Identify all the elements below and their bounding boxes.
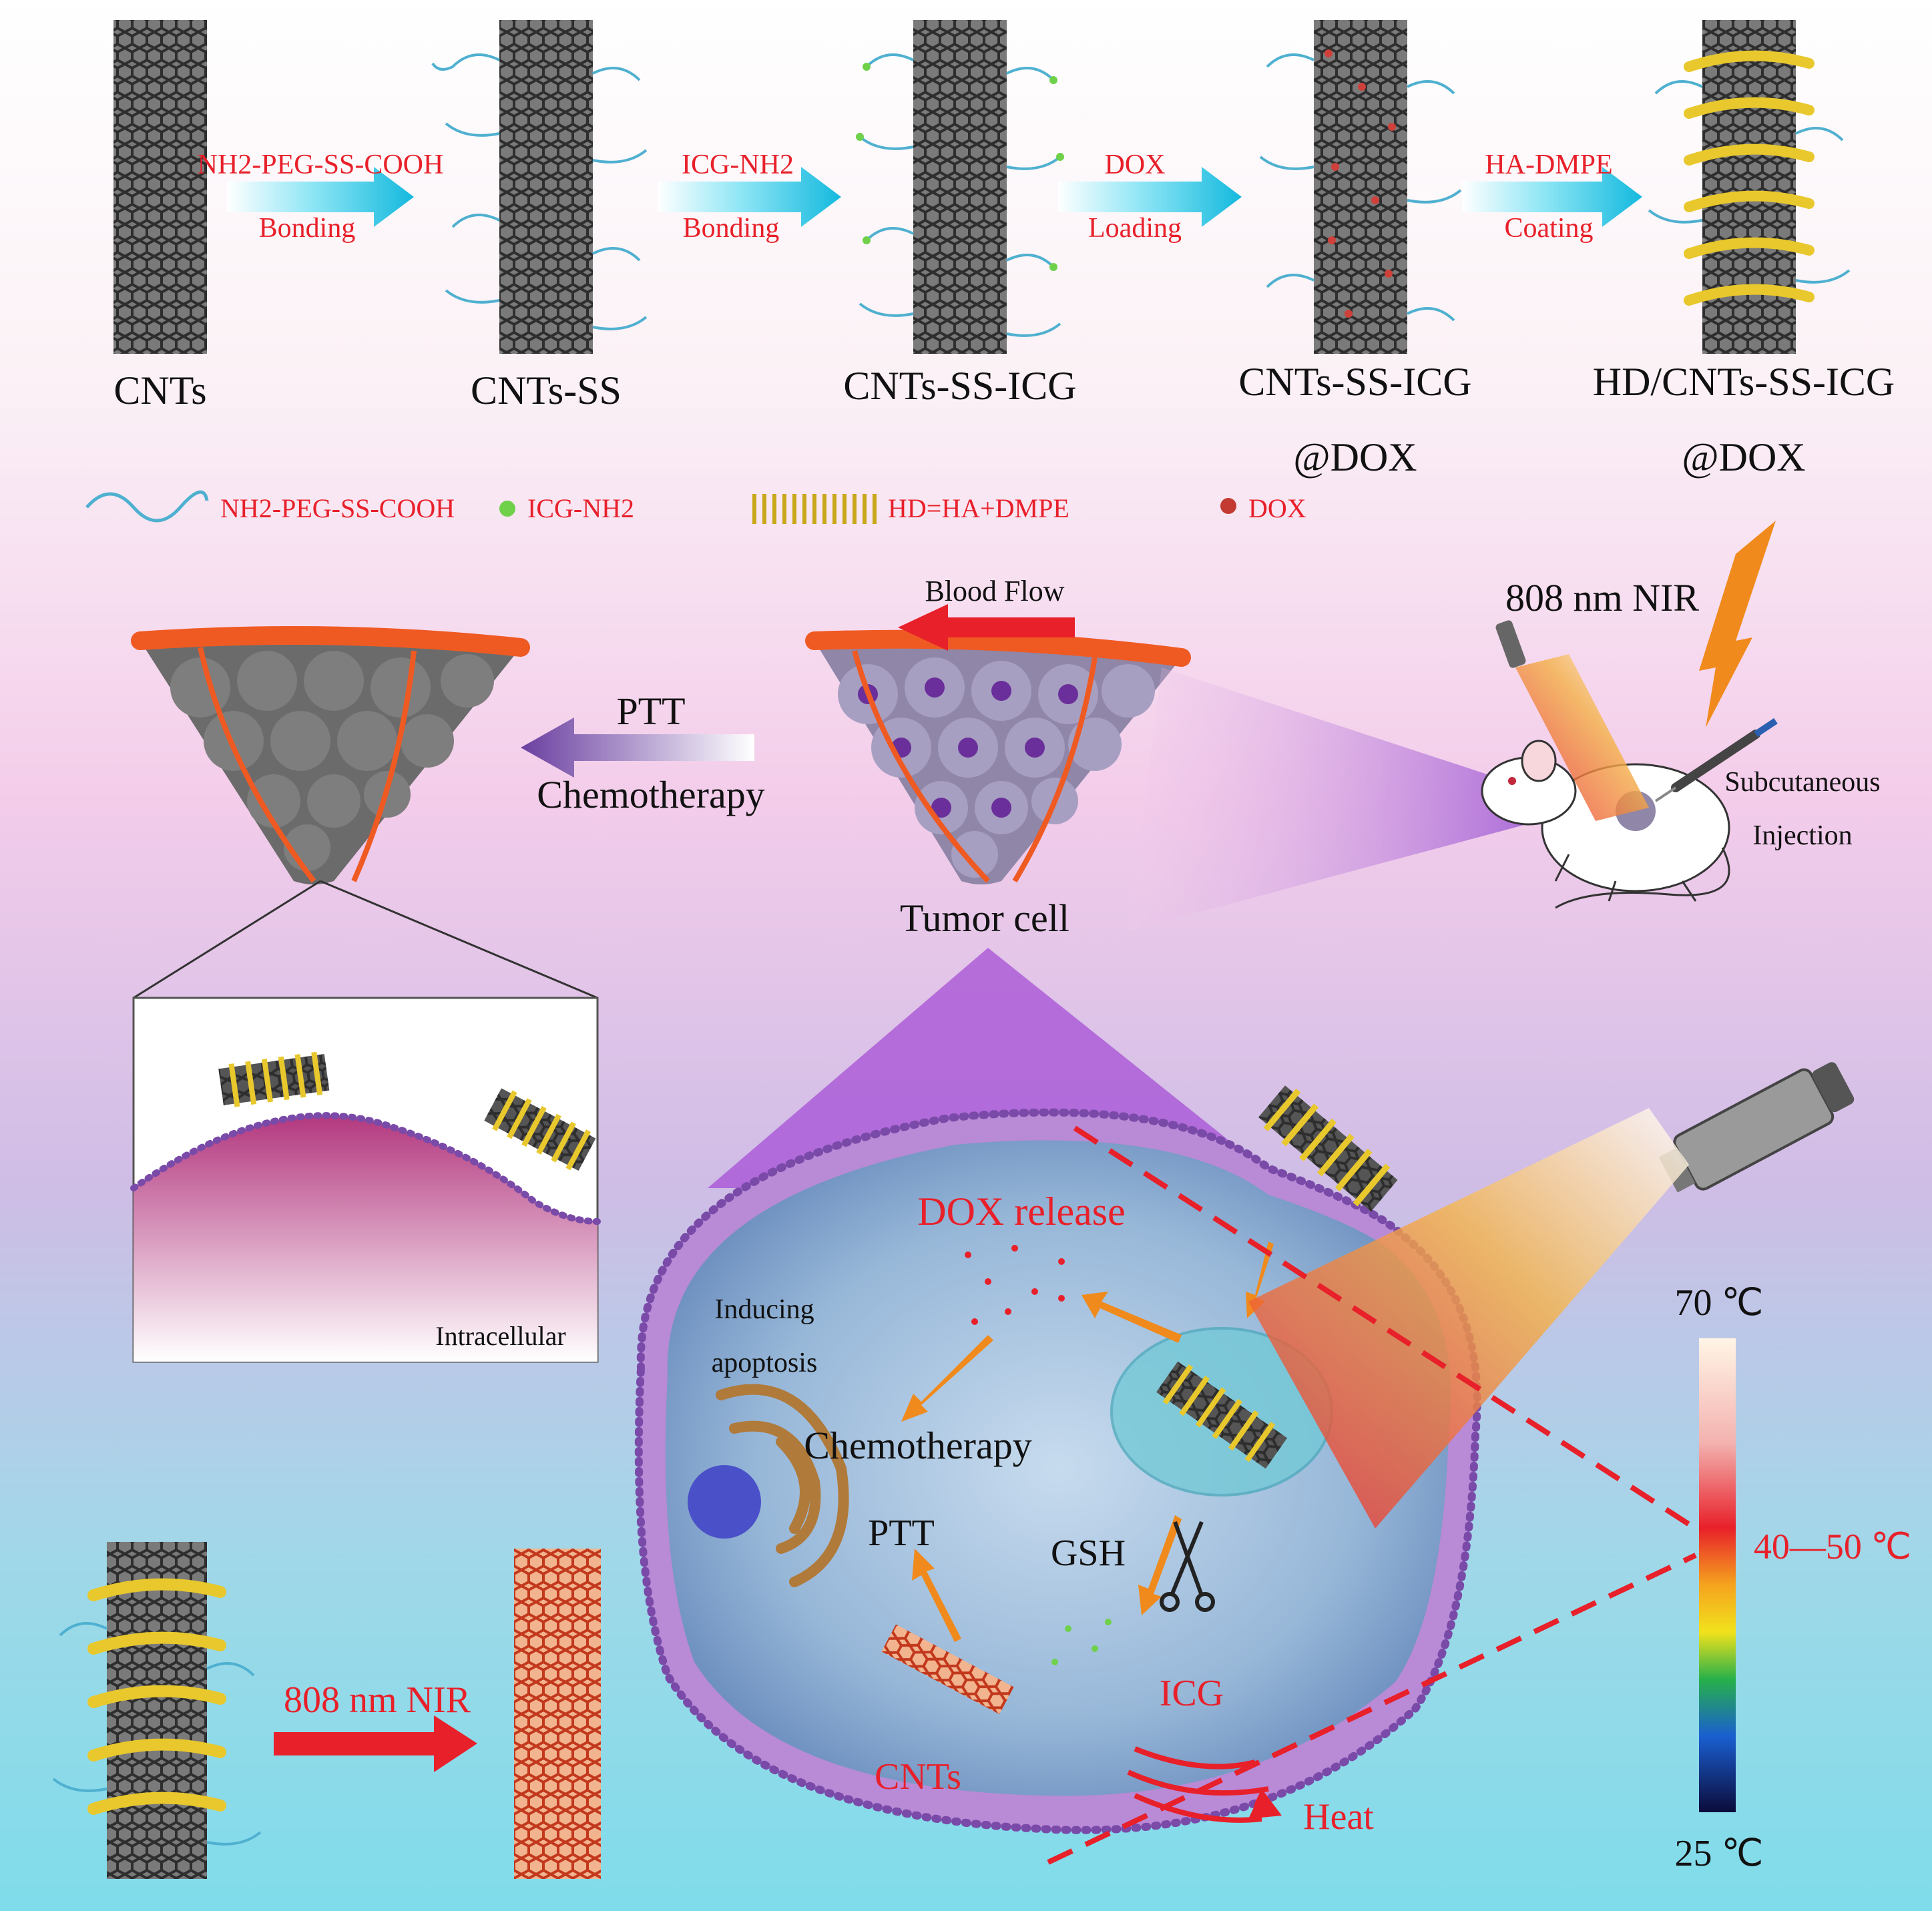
temperature-colorbar (1699, 1338, 1736, 1812)
inducing-label: Inducing (714, 1294, 814, 1325)
apoptosis-label: apoptosis (712, 1348, 818, 1378)
tumor-untreated (805, 629, 1191, 884)
gsh-label: GSH (1051, 1533, 1126, 1574)
icg-dots (1051, 1619, 1112, 1665)
cnts-inside-icon (881, 1624, 1014, 1715)
bottom-nir-arrow (274, 1715, 477, 1772)
tumor-treated (131, 626, 530, 884)
tube-cnts-ss-icg (856, 20, 1064, 354)
step-arrows (227, 167, 1642, 227)
tube-exposed-bottom (514, 1549, 601, 1879)
tube-label-5b: @DOX (1682, 435, 1805, 479)
process-arrows (901, 1242, 1274, 1642)
legend: NH2-PEG-SS-COOH ICG-NH2 HD=HA+DMPE DOX (85, 490, 1306, 524)
nucleus-icon (688, 1465, 761, 1539)
injection-label-1: Subcutaneous (1724, 767, 1880, 798)
step-4-bottom: Coating (1505, 213, 1594, 244)
tube-labels: CNTs CNTs-SS CNTs-SS-ICG CNTs-SS-ICG @DO… (113, 360, 1895, 479)
cnts-label: CNTs (875, 1756, 961, 1798)
tube-cnts-ss-icg-dox (1259, 20, 1462, 354)
scale-top-label: 70 ℃ (1675, 1282, 1764, 1324)
step-3-bottom: Loading (1088, 213, 1182, 244)
tube-label-4b: @DOX (1293, 435, 1417, 479)
membrane-section (134, 1115, 597, 1362)
legend-peg: NH2-PEG-SS-COOH (220, 493, 455, 523)
mouse-nir-label: 808 nm NIR (1505, 576, 1699, 619)
external-nanotube (1258, 1085, 1398, 1212)
step-3-top: DOX (1105, 150, 1166, 180)
heat-arrow (1248, 1789, 1282, 1819)
icg-dot-icon (499, 501, 515, 517)
step-labels: NH2-PEG-SS-COOH Bonding ICG-NH2 Bonding … (198, 150, 1613, 244)
tube-label-5: HD/CNTs-SS-ICG (1593, 360, 1895, 404)
step-2-top: ICG-NH2 (682, 150, 794, 180)
legend-icg: ICG-NH2 (527, 493, 634, 523)
middle-ptt: PTT (616, 690, 685, 733)
cell-chemo-label: Chemotherapy (804, 1424, 1031, 1467)
ptt-arrow (521, 718, 754, 778)
dox-release-dots (965, 1245, 1065, 1325)
scissors-icon (1160, 1521, 1215, 1612)
cell-ptt-label: PTT (868, 1513, 935, 1554)
step-4-top: HA-DMPE (1485, 150, 1612, 180)
bound-nanotube-2 (484, 1088, 596, 1171)
syringe-icon (1654, 718, 1778, 802)
dox-dot-icon (1220, 498, 1236, 514)
heat-label: Heat (1303, 1796, 1374, 1838)
heat-waves-icon (1127, 1746, 1269, 1823)
laser-beam (1248, 1108, 1689, 1529)
tube-coated-bottom (52, 1542, 262, 1879)
mouse-illustration (1481, 740, 1730, 909)
dox-release-label: DOX release (917, 1189, 1126, 1234)
nir-lightning-icon (1699, 521, 1776, 728)
step-1-bottom: Bonding (259, 213, 356, 244)
injection-label-2: Injection (1752, 820, 1852, 851)
scale-mid-label: 40—50 ℃ (1754, 1527, 1911, 1567)
step-1-top: NH2-PEG-SS-COOH (198, 150, 444, 180)
peg-chain-icon (85, 490, 209, 523)
blood-flow-label: Blood Flow (925, 575, 1064, 607)
tube-cnts-ss (431, 20, 648, 354)
golgi (716, 1384, 849, 1587)
icg-label: ICG (1160, 1673, 1224, 1714)
hd-coil-icon (752, 494, 877, 524)
zoom-cone-mouse (1128, 667, 1589, 931)
tumor-cell-label: Tumor cell (900, 896, 1069, 940)
temperature-pointer-lines (1047, 1125, 1698, 1865)
step-2-bottom: Bonding (683, 213, 780, 244)
tube-label-3: CNTs-SS-ICG (843, 364, 1076, 408)
laser-mouse (1495, 620, 1649, 821)
tube-label-2: CNTs-SS (471, 368, 622, 413)
legend-dox: DOX (1248, 493, 1306, 523)
tube-label-1: CNTs (113, 368, 206, 413)
legend-hd: HD=HA+DMPE (888, 493, 1069, 523)
intracellular-label: Intracellular (435, 1321, 565, 1351)
scale-bottom-label: 25 ℃ (1675, 1833, 1764, 1874)
tube-hd-cnts-ss-icg-dox (1648, 20, 1851, 354)
bottom-nir-label: 808 nm NIR (284, 1679, 471, 1721)
bound-nanotube-1 (218, 1051, 330, 1107)
tube-label-4: CNTs-SS-ICG (1238, 360, 1471, 404)
blood-flow-arrow (898, 604, 1075, 651)
zoom-lines (133, 880, 598, 999)
middle-chemo: Chemotherapy (537, 773, 764, 816)
tube-cnts (113, 20, 207, 354)
endosome-nanotube (1156, 1361, 1287, 1469)
